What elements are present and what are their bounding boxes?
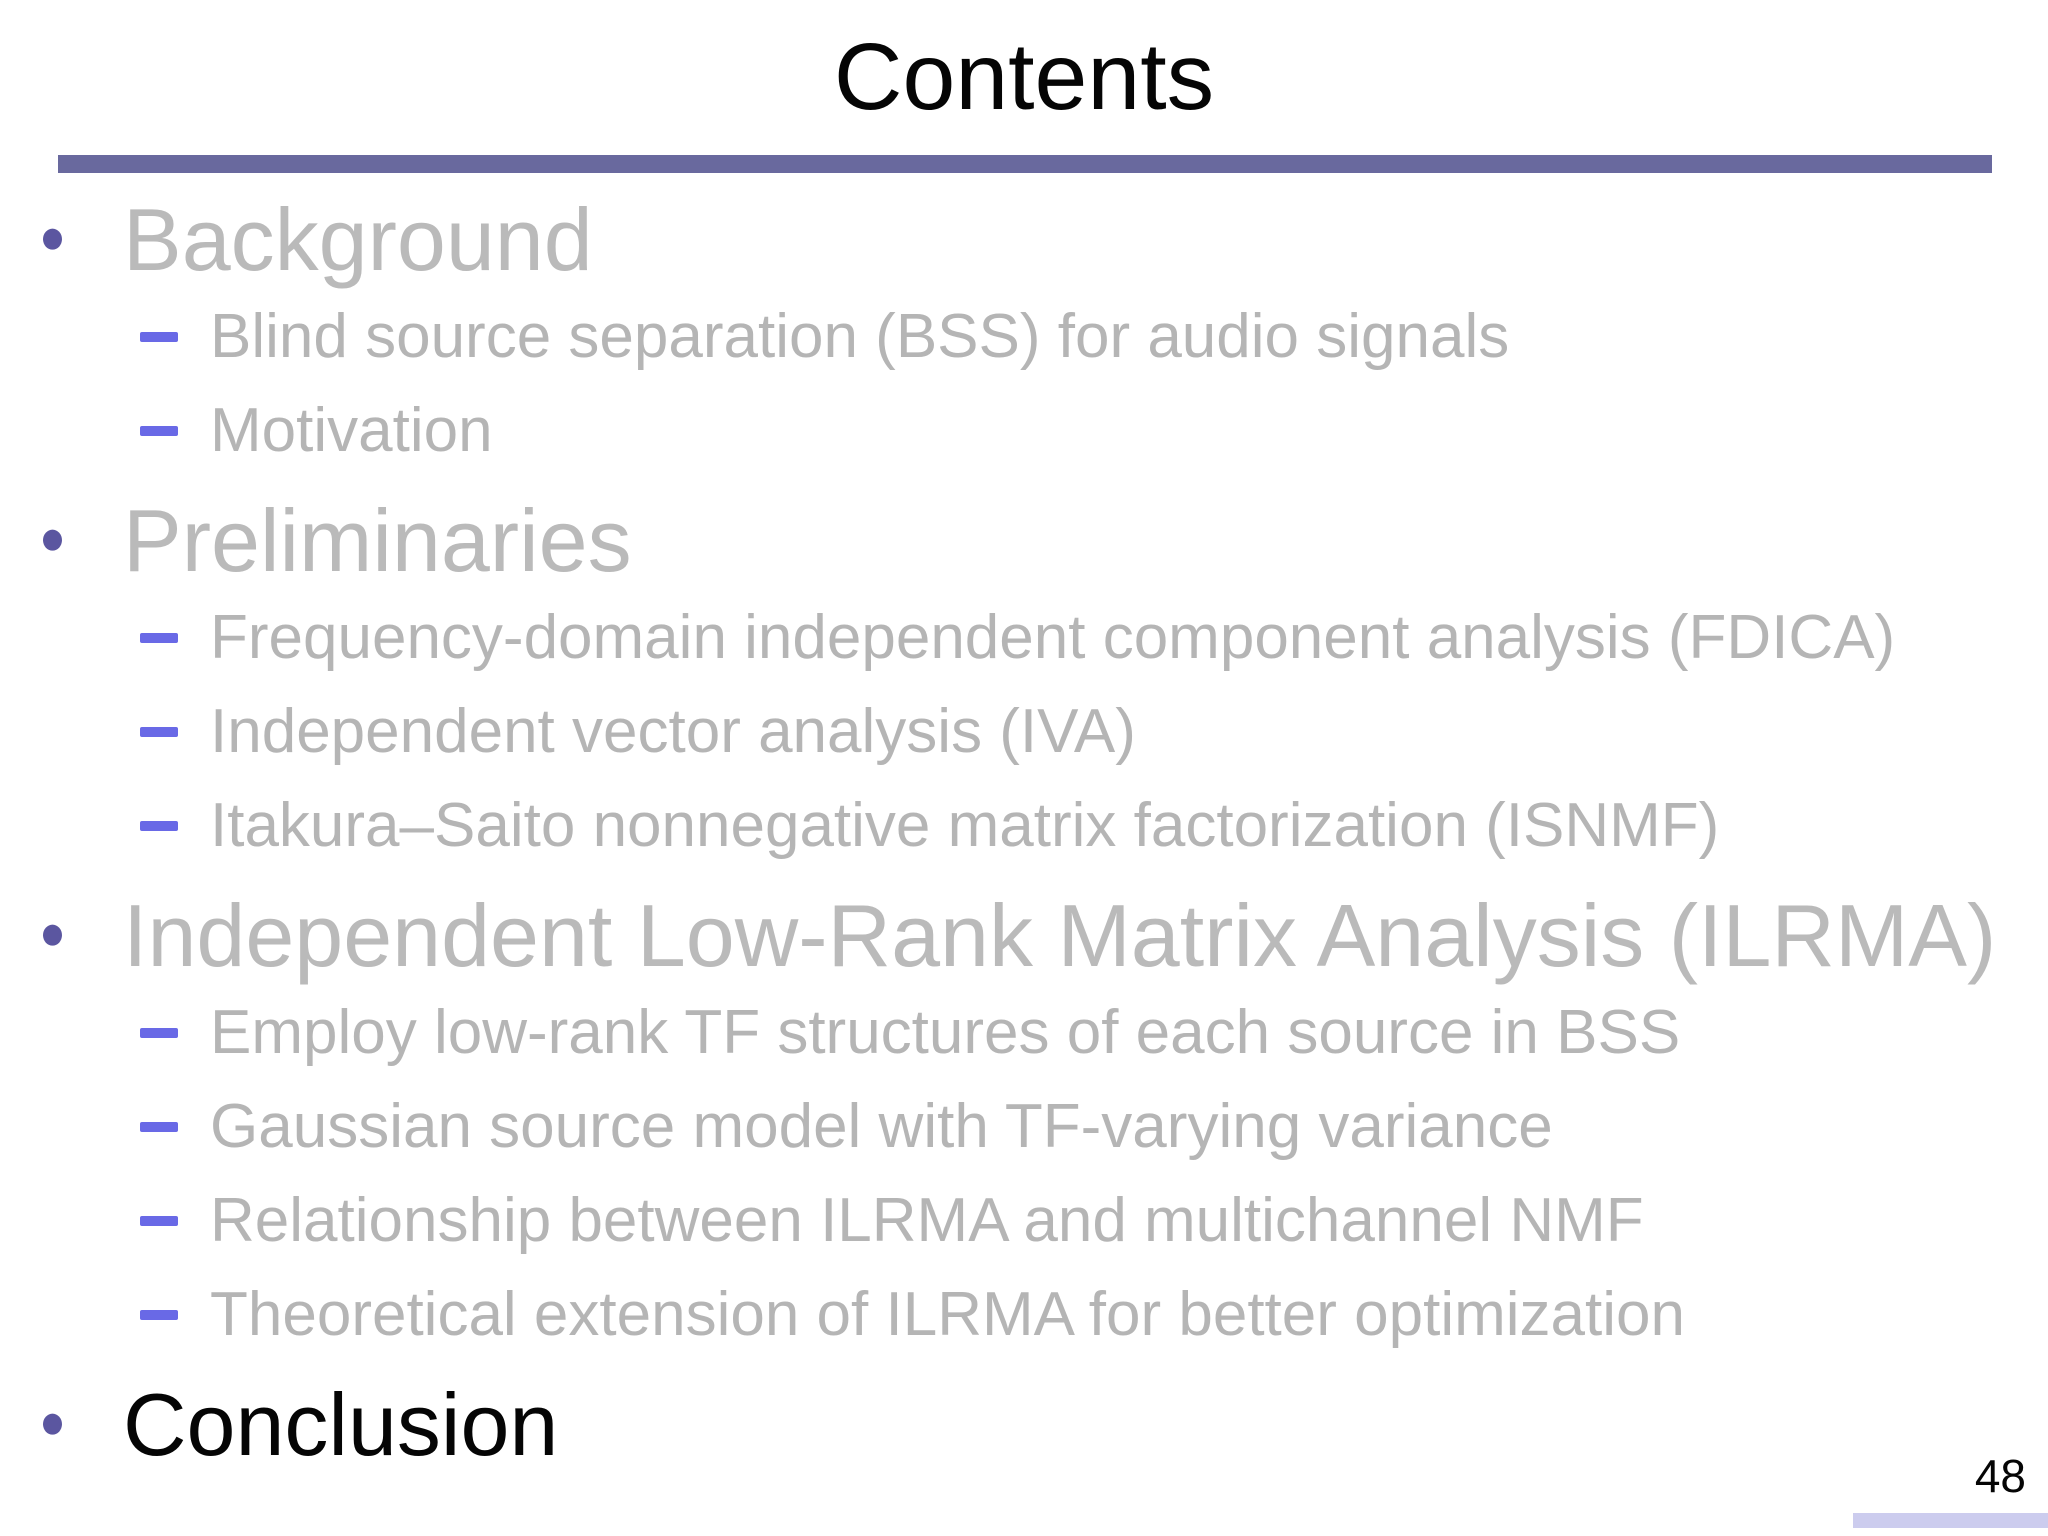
toc-item-label: Itakura–Saito nonnegative matrix factori… xyxy=(210,791,1720,860)
table-of-contents: Background Blind source separation (BSS)… xyxy=(0,173,2048,1475)
dash-bullet-icon xyxy=(140,727,178,737)
bullet-dot-icon xyxy=(43,924,62,946)
toc-item-label: Relationship between ILRMA and multichan… xyxy=(210,1186,1644,1255)
toc-item-label: Independent Low-Rank Matrix Analysis (IL… xyxy=(123,886,1997,985)
toc-item-bss-for-audio: Blind source separation (BSS) for audio … xyxy=(0,290,2048,384)
dash-bullet-icon xyxy=(140,1216,178,1226)
toc-item-theoretical-extension: Theoretical extension of ILRMA for bette… xyxy=(0,1268,2048,1362)
toc-item-gaussian-model: Gaussian source model with TF-varying va… xyxy=(0,1080,2048,1174)
toc-item-iva: Independent vector analysis (IVA) xyxy=(0,685,2048,779)
toc-item-label: Preliminaries xyxy=(123,491,632,590)
toc-item-label: Independent vector analysis (IVA) xyxy=(210,697,1136,766)
dash-bullet-icon xyxy=(140,633,178,643)
toc-item-background: Background xyxy=(0,190,2048,290)
toc-item-conclusion: Conclusion xyxy=(0,1375,2048,1475)
bullet-dot-icon xyxy=(43,228,62,250)
toc-item-low-rank-tf: Employ low-rank TF structures of each so… xyxy=(0,986,2048,1080)
toc-item-preliminaries: Preliminaries xyxy=(0,491,2048,591)
toc-item-ilrma: Independent Low-Rank Matrix Analysis (IL… xyxy=(0,886,2048,986)
toc-item-label: Gaussian source model with TF-varying va… xyxy=(210,1092,1553,1161)
title-underline-rule xyxy=(58,155,1992,173)
slide-page-number: 48 xyxy=(1974,1450,2026,1502)
toc-item-label: Frequency-domain independent component a… xyxy=(210,603,1896,672)
bullet-dot-icon xyxy=(43,529,62,551)
toc-item-isnmf: Itakura–Saito nonnegative matrix factori… xyxy=(0,779,2048,873)
bullet-dot-icon xyxy=(43,1413,62,1435)
toc-item-label: Conclusion xyxy=(123,1375,559,1474)
dash-bullet-icon xyxy=(140,332,178,342)
toc-item-label: Employ low-rank TF structures of each so… xyxy=(210,998,1681,1067)
toc-item-fdica: Frequency-domain independent component a… xyxy=(0,591,2048,685)
dash-bullet-icon xyxy=(140,426,178,436)
toc-item-ilrma-mnmf-relation: Relationship between ILRMA and multichan… xyxy=(0,1174,2048,1268)
toc-item-label: Blind source separation (BSS) for audio … xyxy=(210,302,1510,371)
toc-item-label: Background xyxy=(123,190,593,289)
page-title: Contents xyxy=(833,24,1215,130)
dash-bullet-icon xyxy=(140,821,178,831)
toc-item-label: Theoretical extension of ILRMA for bette… xyxy=(210,1280,1685,1349)
footer-accent-bar xyxy=(1853,1513,2048,1528)
dash-bullet-icon xyxy=(140,1028,178,1038)
toc-item-label: Motivation xyxy=(210,396,493,465)
dash-bullet-icon xyxy=(140,1310,178,1320)
dash-bullet-icon xyxy=(140,1122,178,1132)
toc-item-motivation: Motivation xyxy=(0,384,2048,478)
